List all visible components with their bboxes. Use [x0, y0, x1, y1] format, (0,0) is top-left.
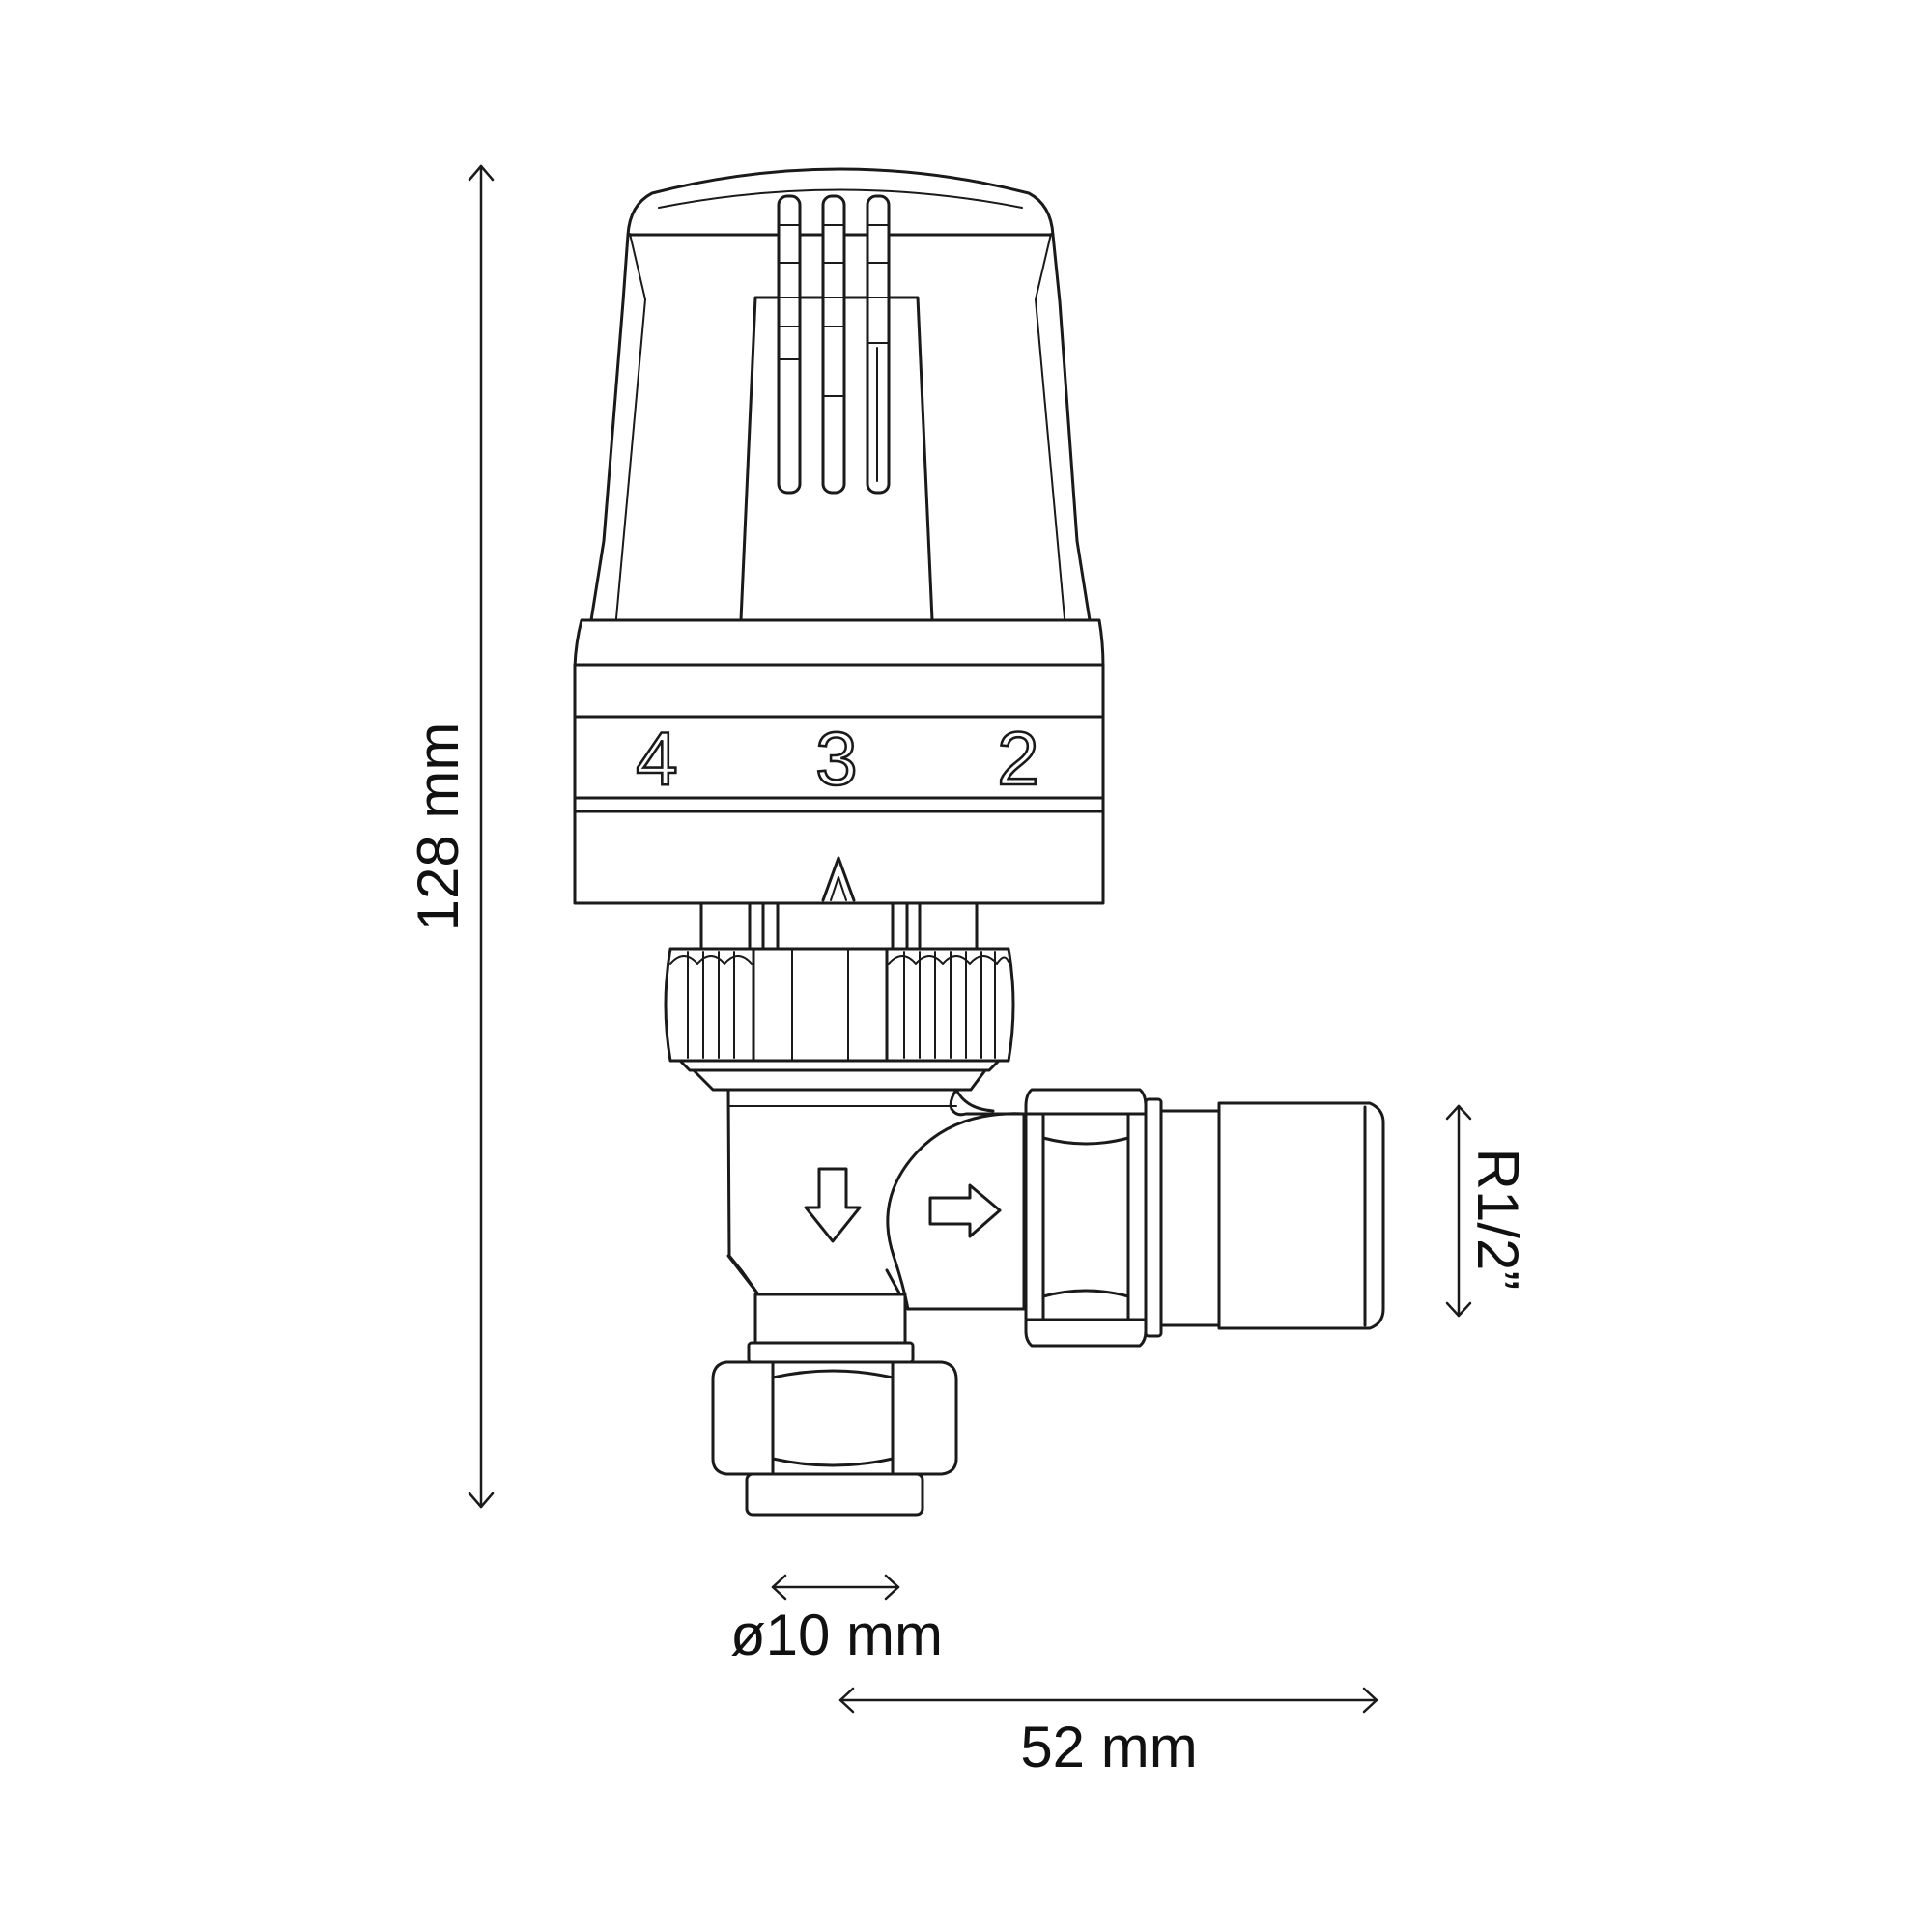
valve-body [692, 1068, 1026, 1311]
cap-facet-left [615, 298, 646, 619]
body-shoulder [692, 1068, 987, 1092]
dimension-thread: R1/2” [1445, 1104, 1530, 1318]
grip-ribs [777, 194, 891, 495]
flow-down-arrow-icon [804, 1167, 862, 1243]
body-port-arc [886, 1112, 1026, 1311]
inlet-olive [745, 1472, 924, 1517]
knurled-collar [664, 947, 1015, 1072]
thread-label: R1/2” [1465, 1149, 1530, 1291]
knurl-ridges [669, 951, 1009, 1059]
flow-right-arrow-icon [928, 1183, 1002, 1238]
dial-mark-4: 4 [636, 716, 677, 801]
union-spigot [1159, 1109, 1221, 1327]
outlet-union [1024, 1088, 1385, 1348]
grip-rib [866, 194, 891, 495]
inlet-neck [753, 1293, 907, 1347]
head-neck [699, 901, 979, 955]
dimension-pipe-diameter: ø10 mm [730, 1574, 943, 1667]
inlet-union [711, 1293, 958, 1517]
pipe-diameter-label: ø10 mm [730, 1603, 943, 1667]
dimension-depth: 52 mm [838, 1687, 1378, 1779]
dial-mark-2: 2 [997, 716, 1038, 801]
grip-rib [821, 194, 846, 495]
dome-inner-line [658, 188, 1023, 209]
cap-shoulder-right [1035, 233, 1052, 300]
cap-shoulder-left [629, 233, 646, 300]
inlet-ring [747, 1341, 915, 1364]
dimension-height: 128 mm [406, 164, 495, 1509]
pointer-triangle-icon [821, 856, 856, 902]
union-hex-nut [1024, 1088, 1148, 1348]
depth-label: 52 mm [1020, 1715, 1197, 1779]
union-tail [1217, 1101, 1385, 1330]
dial-ring [573, 618, 1105, 905]
cap-facet-right [1035, 298, 1065, 619]
grip-rib [777, 194, 802, 495]
body-outline [726, 1088, 1026, 1311]
union-ring [1144, 1097, 1163, 1338]
inlet-hex-nut [711, 1360, 958, 1476]
thermostatic-head: 4 3 2 [573, 167, 1105, 905]
dial-mark-3: 3 [815, 716, 857, 801]
height-label: 128 mm [406, 723, 470, 932]
